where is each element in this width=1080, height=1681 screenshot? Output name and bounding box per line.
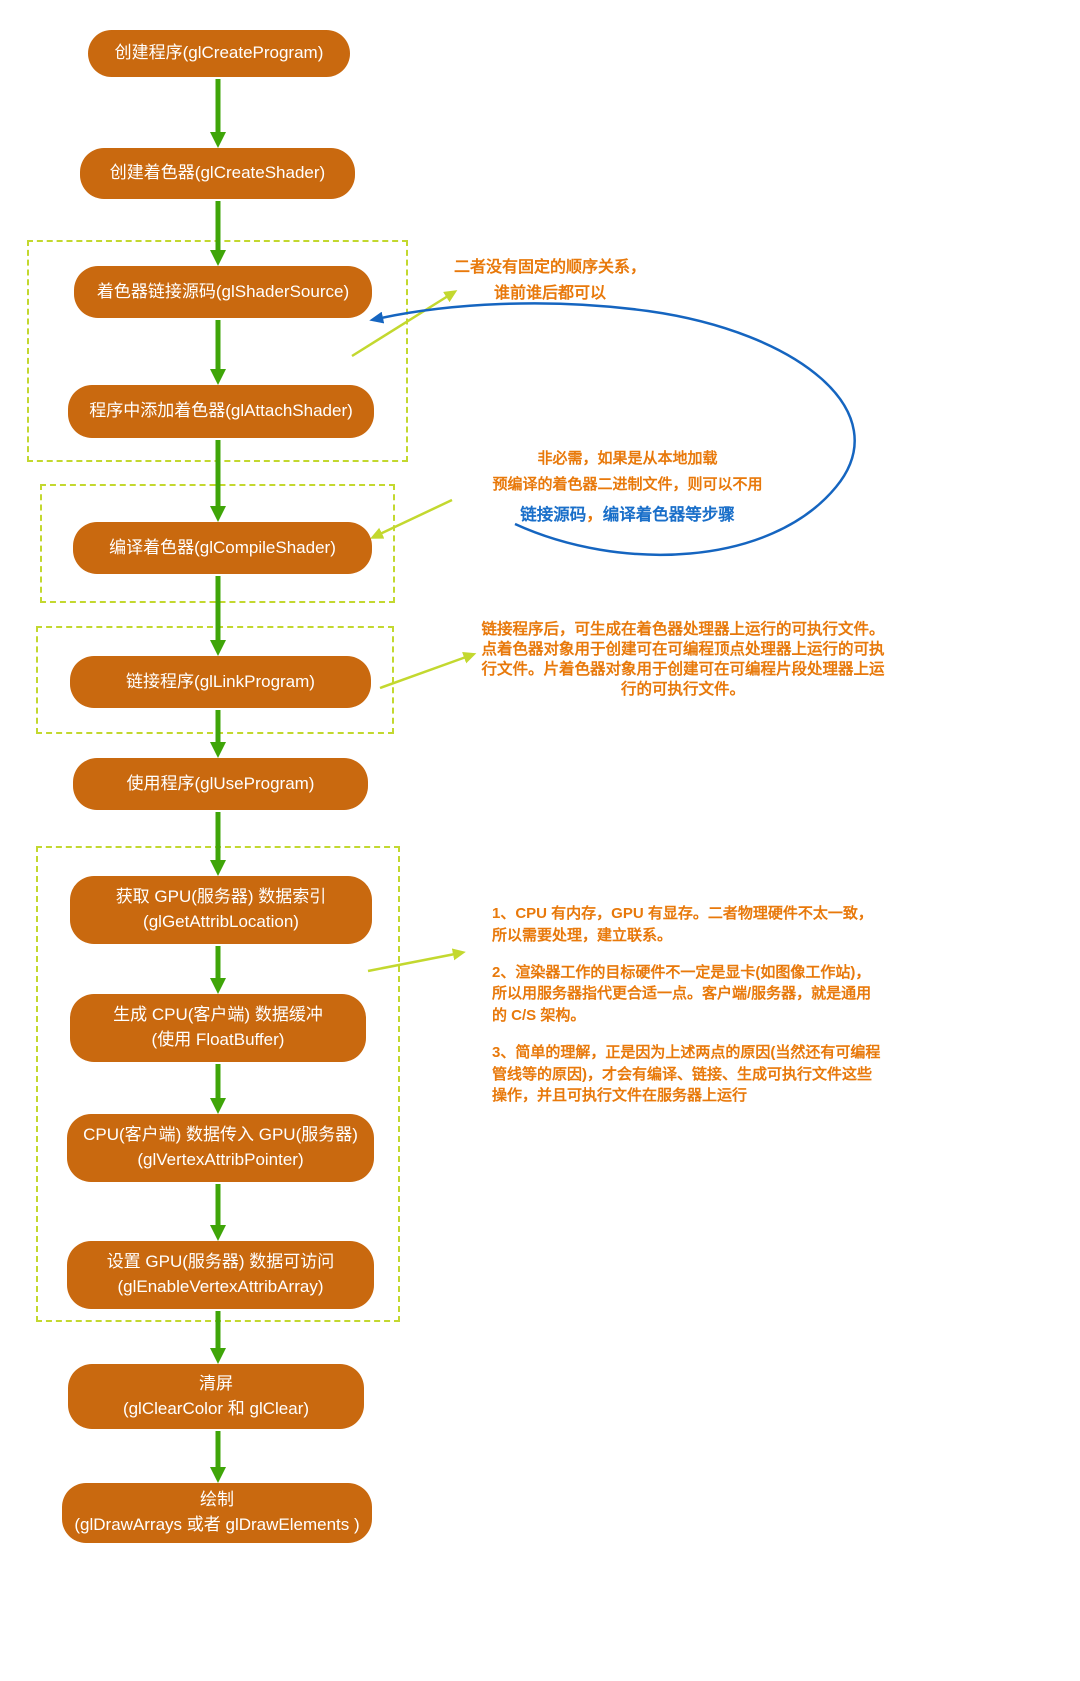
note-line: 预编译的着色器二进制文件，则可以不用 <box>492 476 763 494</box>
node-label: 清屏 <box>199 1373 233 1393</box>
note-blue-text: 编译着色器等步骤 <box>602 505 735 524</box>
note-line: 非必需，如果是从本地加载 <box>537 450 718 467</box>
node-vertex-attrib-pointer: CPU(客户端) 数据传入 GPU(服务器) (glVertexAttribPo… <box>67 1114 374 1182</box>
node-use-program: 使用程序(glUseProgram) <box>73 758 368 810</box>
note-item: 1、CPU 有内存，GPU 有显存。二者物理硬件不太一致，所以需要处理，建立联系… <box>492 905 873 944</box>
annotation-arrow-gpu <box>367 948 466 973</box>
node-clear-screen: 清屏 (glClearColor 和 glClear) <box>68 1364 364 1429</box>
node-attach-shader: 程序中添加着色器(glAttachShader) <box>68 385 374 438</box>
node-label: 创建着色器(glCreateShader) <box>109 163 326 183</box>
annotation-arrow-link <box>379 652 477 690</box>
node-sublabel: (使用 FloatBuffer) <box>151 1030 285 1049</box>
note-line: 二者没有固定的顺序关系， <box>453 259 646 276</box>
node-label: 绘制 <box>200 1490 234 1510</box>
node-sublabel: (glDrawArrays 或者 glDrawElements ) <box>74 1515 360 1534</box>
node-compile-shader: 编译着色器(glCompileShader) <box>73 522 372 574</box>
note-link-program: 链接程序后，可生成在着色器处理器上运行的可执行文件。点着色器对象用于创建可在可编… <box>480 620 886 701</box>
annotation-arrows <box>351 290 477 973</box>
node-shader-source: 着色器链接源码(glShaderSource) <box>74 266 372 318</box>
node-create-program: 创建程序(glCreateProgram) <box>88 30 350 77</box>
note-line-highlight: 链接源码，编译着色器等步骤 <box>455 501 800 530</box>
node-float-buffer: 生成 CPU(客户端) 数据缓冲 (使用 FloatBuffer) <box>70 994 366 1062</box>
node-sublabel: (glGetAttribLocation) <box>143 912 299 931</box>
node-sublabel: (glEnableVertexAttribArray) <box>117 1277 324 1296</box>
node-create-shader: 创建着色器(glCreateShader) <box>80 148 355 199</box>
node-label: 着色器链接源码(glShaderSource) <box>96 281 350 301</box>
node-label: 设置 GPU(服务器) 数据可访问 <box>106 1252 335 1272</box>
annotation-arrow-optional <box>370 498 453 539</box>
node-sublabel: (glVertexAttribPointer) <box>137 1150 304 1169</box>
loop-arrow <box>369 302 856 557</box>
node-label: 使用程序(glUseProgram) <box>126 773 315 793</box>
node-link-program: 链接程序(glLinkProgram) <box>70 656 371 708</box>
node-label: CPU(客户端) 数据传入 GPU(服务器) <box>83 1125 358 1145</box>
node-label: 程序中添加着色器(glAttachShader) <box>89 401 353 421</box>
note-line: 谁前谁后都可以 <box>493 284 606 302</box>
node-sublabel: (glClearColor 和 glClear) <box>122 1398 310 1418</box>
node-label: 创建程序(glCreateProgram) <box>114 43 324 63</box>
node-label: 生成 CPU(客户端) 数据缓冲 <box>113 1005 323 1025</box>
group-link <box>36 626 394 734</box>
annotation-arrow-order <box>351 290 458 358</box>
node-draw: 绘制 (glDrawArrays 或者 glDrawElements ) <box>62 1483 372 1543</box>
node-enable-vertex-attrib-array: 设置 GPU(服务器) 数据可访问 (glEnableVertexAttribA… <box>67 1241 374 1309</box>
note-gpu-explanation: 1、CPU 有内存，GPU 有显存。二者物理硬件不太一致，所以需要处理，建立联系… <box>492 903 884 1122</box>
note-text: 链接程序后，可生成在着色器处理器上运行的可执行文件。点着色器对象用于创建可在可编… <box>481 621 885 699</box>
note-item: 2、渲染器工作的目标硬件不一定是显卡(如图像工作站)，所以用服务器指代更合适一点… <box>492 963 872 1025</box>
node-label: 编译着色器(glCompileShader) <box>109 537 336 557</box>
note-item: 3、简单的理解，正是因为上述两点的原因(当然还有可编程管线等的原因)，才会有编译… <box>492 1043 881 1105</box>
note-order: 二者没有固定的顺序关系， 谁前谁后都可以 <box>432 255 668 306</box>
note-optional: 非必需，如果是从本地加载 预编译的着色器二进制文件，则可以不用 链接源码，编译着… <box>455 446 800 529</box>
node-get-attrib-location: 获取 GPU(服务器) 数据索引 (glGetAttribLocation) <box>70 876 372 944</box>
note-separator: ， <box>586 505 603 524</box>
node-label: 获取 GPU(服务器) 数据索引 <box>115 887 327 907</box>
node-label: 链接程序(glLinkProgram) <box>126 671 315 691</box>
note-blue-text: 链接源码 <box>520 505 587 524</box>
